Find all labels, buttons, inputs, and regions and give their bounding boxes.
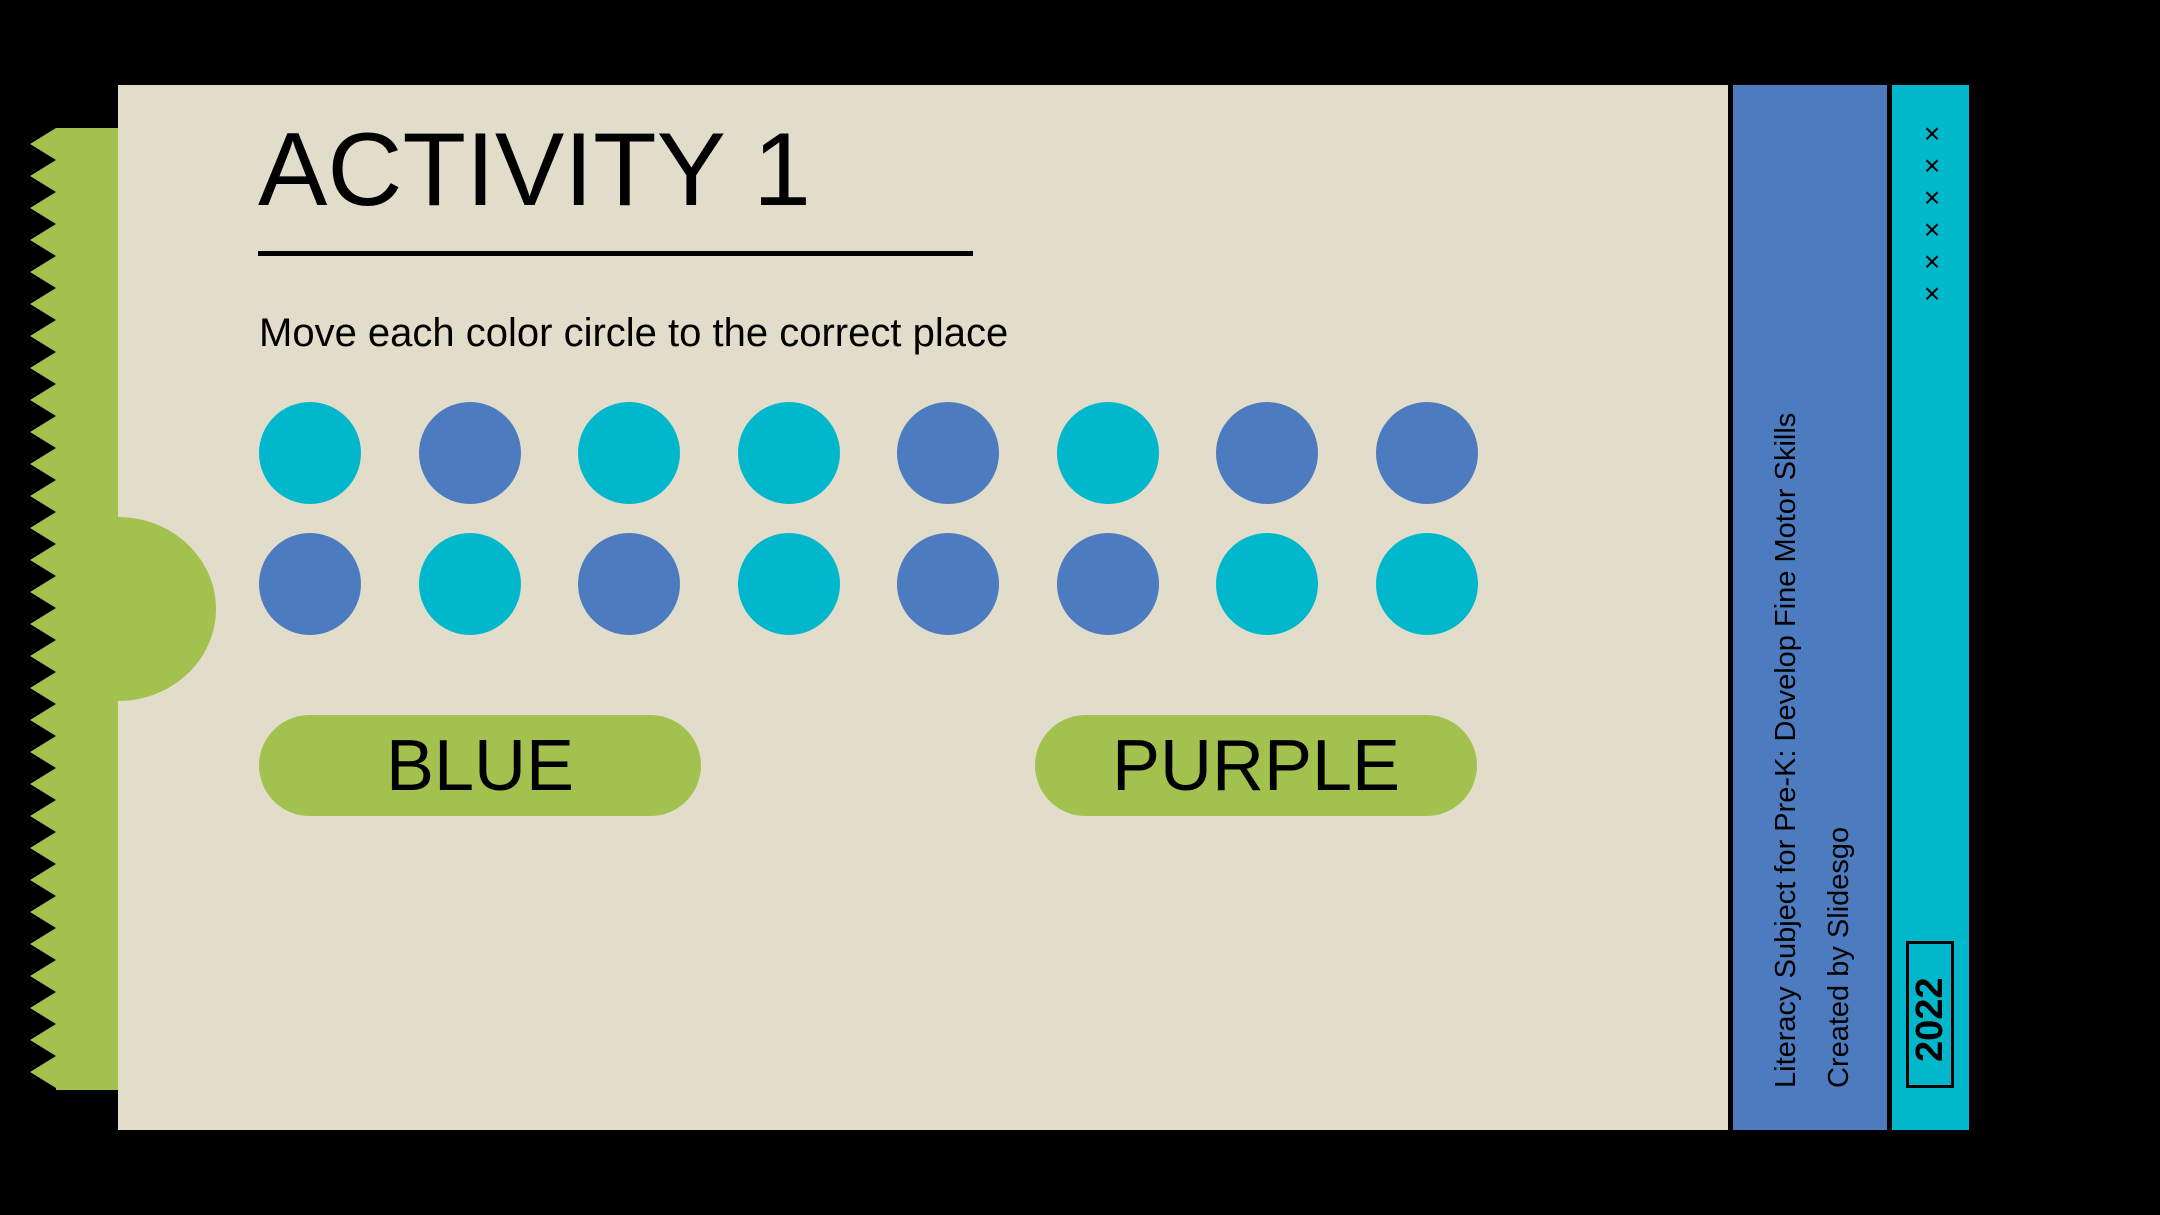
blue-stripe bbox=[1733, 85, 1887, 1130]
cross-mark: × bbox=[1923, 278, 1941, 309]
blue-circle[interactable] bbox=[259, 533, 361, 635]
page-number: 3 bbox=[2043, 1065, 2091, 1130]
cross-mark: × bbox=[1923, 150, 1941, 181]
year-box bbox=[1906, 941, 1954, 1088]
crosses-column: ×××××× bbox=[1917, 118, 1947, 310]
blue-circle[interactable] bbox=[1216, 402, 1318, 504]
purple-drop-target[interactable]: PURPLE bbox=[1035, 715, 1477, 816]
blue-circle[interactable] bbox=[578, 533, 680, 635]
year-label: 2022 bbox=[1909, 977, 1951, 1062]
cyan-circle[interactable] bbox=[1375, 533, 1478, 635]
page-title: ACTIVITY 1 bbox=[258, 112, 811, 228]
day-number: 30 bbox=[2015, 140, 2106, 232]
page-number-clip: 3 bbox=[2030, 1060, 2100, 1130]
cyan-circle[interactable] bbox=[578, 402, 680, 504]
instruction-text: Move each color circle to the correct pl… bbox=[259, 311, 1009, 355]
cross-mark: × bbox=[1923, 214, 1941, 245]
ticket-edge-decoration bbox=[30, 128, 216, 1090]
blue-circle[interactable] bbox=[897, 533, 999, 635]
cross-mark: × bbox=[1923, 246, 1941, 277]
zigzag-green-edge bbox=[30, 128, 118, 1090]
credit-vertical: Created by Slidesgo bbox=[1823, 826, 1855, 1088]
cyan-stripe bbox=[1892, 85, 1969, 1130]
cyan-circle[interactable] bbox=[737, 402, 840, 504]
purple-target-label: PURPLE bbox=[1111, 725, 1401, 806]
blue-drop-target[interactable]: BLUE bbox=[259, 715, 701, 816]
cyan-circle[interactable] bbox=[418, 533, 521, 635]
cyan-circle[interactable] bbox=[1056, 402, 1159, 504]
blue-circle[interactable] bbox=[1375, 402, 1478, 504]
subject-title-vertical: Literacy Subject for Pre-K: Develop Fine… bbox=[1770, 412, 1802, 1088]
cross-mark: × bbox=[1923, 182, 1941, 213]
divider-2 bbox=[1887, 85, 1892, 1130]
blue-circle[interactable] bbox=[897, 402, 999, 504]
cyan-circle[interactable] bbox=[737, 533, 840, 635]
divider-1 bbox=[1728, 85, 1733, 1130]
cyan-circle[interactable] bbox=[259, 402, 361, 504]
blue-circle[interactable] bbox=[418, 402, 521, 504]
semicircle-notch bbox=[118, 517, 216, 701]
divider-3 bbox=[1969, 85, 1974, 1130]
blue-target-label: BLUE bbox=[385, 725, 575, 806]
title-underline bbox=[258, 251, 973, 256]
blue-circle[interactable] bbox=[1056, 533, 1159, 635]
day-number-underline bbox=[2094, 126, 2098, 230]
cyan-circle[interactable] bbox=[1216, 533, 1318, 635]
cross-mark: × bbox=[1923, 118, 1941, 149]
